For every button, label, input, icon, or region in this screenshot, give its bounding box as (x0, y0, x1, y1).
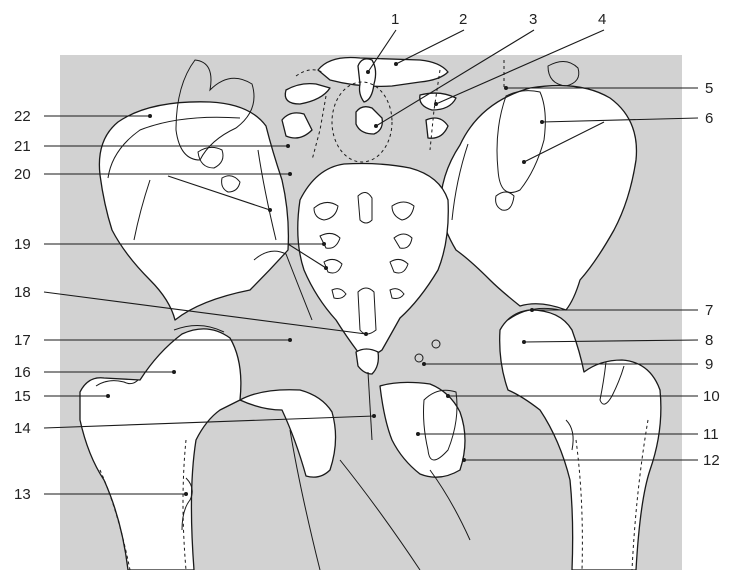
label-14: 14 (14, 420, 31, 437)
label-10: 10 (703, 388, 720, 405)
dot-20 (288, 172, 292, 176)
dot-2 (394, 62, 398, 66)
dot-20b (268, 208, 272, 212)
label-13: 13 (14, 486, 31, 503)
dot-14 (372, 414, 376, 418)
label-3: 3 (529, 11, 537, 28)
dot-3 (374, 124, 378, 128)
dot-7 (530, 308, 534, 312)
label-7: 7 (705, 302, 713, 319)
label-19: 19 (14, 236, 31, 253)
dot-4 (434, 102, 438, 106)
dot-1 (366, 70, 370, 74)
dot-5 (504, 86, 508, 90)
dot-16 (172, 370, 176, 374)
dot-9 (422, 362, 426, 366)
label-12: 12 (703, 452, 720, 469)
label-21: 21 (14, 138, 31, 155)
dot-12 (462, 458, 466, 462)
dot-22 (148, 114, 152, 118)
dot-19 (322, 242, 326, 246)
dot-13 (184, 492, 188, 496)
label-22: 22 (14, 108, 31, 125)
dot-10 (446, 394, 450, 398)
label-1: 1 (391, 11, 399, 28)
dot-8 (522, 340, 526, 344)
label-15: 15 (14, 388, 31, 405)
dot-21 (286, 144, 290, 148)
dot-19b (324, 266, 328, 270)
dot-6b (522, 160, 526, 164)
label-6: 6 (705, 110, 713, 127)
label-2: 2 (459, 11, 467, 28)
label-20: 20 (14, 166, 31, 183)
dot-18 (364, 332, 368, 336)
label-9: 9 (705, 356, 713, 373)
label-5: 5 (705, 80, 713, 97)
dot-6 (540, 120, 544, 124)
label-16: 16 (14, 364, 31, 381)
dot-15 (106, 394, 110, 398)
label-18: 18 (14, 284, 31, 301)
dot-17 (288, 338, 292, 342)
label-4: 4 (598, 11, 606, 28)
label-8: 8 (705, 332, 713, 349)
dot-11 (416, 432, 420, 436)
label-11: 11 (703, 426, 719, 443)
label-17: 17 (14, 332, 31, 349)
